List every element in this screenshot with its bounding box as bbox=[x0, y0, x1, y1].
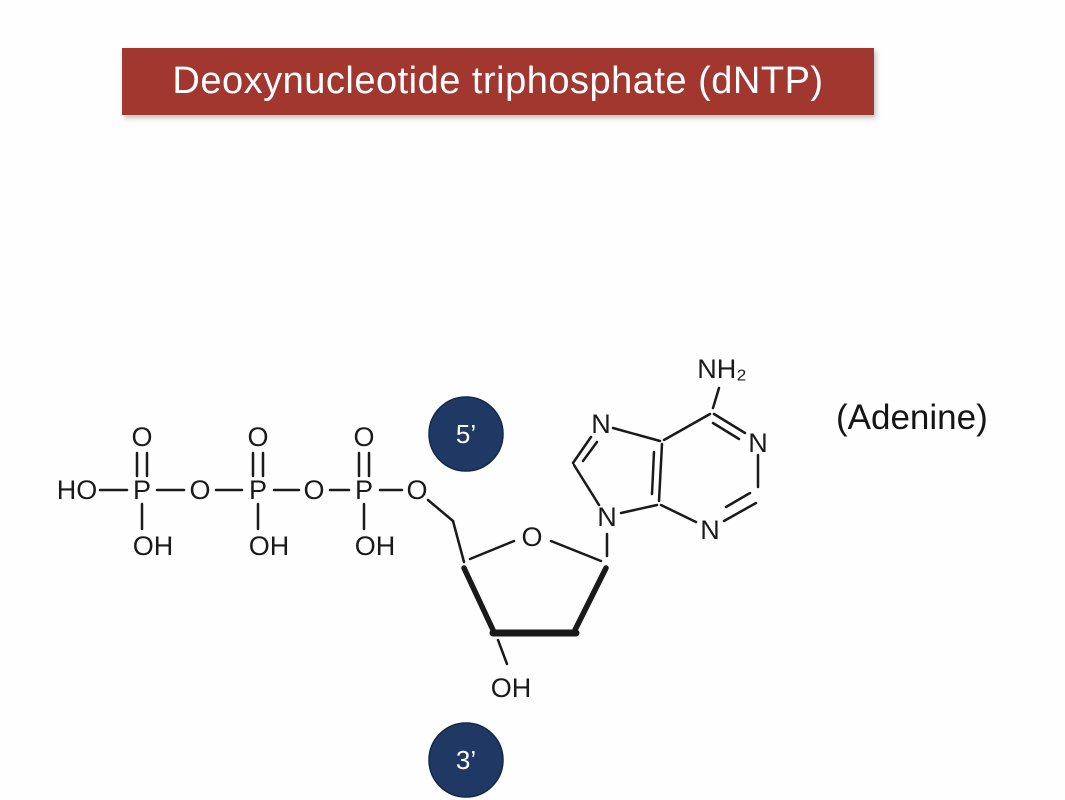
adenine-base: N N N N NH₂ bbox=[571, 354, 768, 558]
bond-c6-nh2 bbox=[711, 386, 721, 410]
bond-c4-ringO bbox=[468, 539, 516, 561]
bond-c6-n1 bbox=[712, 412, 747, 435]
atom-n3: N bbox=[700, 515, 720, 545]
double-bond-c6-n1 bbox=[711, 421, 741, 441]
bond-c2-n3 bbox=[722, 501, 758, 523]
bond-c4-n9 bbox=[619, 503, 659, 515]
atom-o-bridge2: O bbox=[303, 475, 324, 505]
five-prime-label: 5’ bbox=[456, 419, 476, 449]
wedge-bond-c3-c4 bbox=[461, 565, 496, 633]
atom-o-double-p1: O bbox=[131, 422, 152, 452]
five-prime-marker: 5’ bbox=[428, 396, 504, 472]
double-bond-c4-c5 bbox=[650, 450, 656, 496]
deoxyribose-ring: O OH bbox=[426, 498, 609, 703]
bond-c5-c6 bbox=[662, 412, 712, 442]
atom-oh-p2: OH bbox=[249, 531, 290, 561]
three-prime-label: 3’ bbox=[456, 745, 476, 775]
atom-oh-3prime: OH bbox=[491, 673, 532, 703]
atom-o-double-p2: O bbox=[247, 422, 268, 452]
atom-p2: P bbox=[249, 475, 267, 505]
three-prime-marker: 3’ bbox=[428, 722, 504, 798]
bond-ringO-c1 bbox=[549, 539, 603, 563]
atom-oh-p3: OH bbox=[355, 531, 396, 561]
bond-n9-c8 bbox=[572, 463, 601, 507]
bond-c3-oh bbox=[496, 638, 509, 666]
atom-ho-terminal: HO bbox=[57, 475, 98, 505]
bond-c5-c4 bbox=[657, 442, 664, 503]
five-prime-circle bbox=[428, 396, 504, 472]
atom-o-ester: O bbox=[406, 475, 427, 505]
double-bond-c8-n7 bbox=[581, 440, 599, 463]
bond-o-c5 bbox=[426, 498, 455, 523]
three-prime-circle bbox=[428, 722, 504, 798]
atom-n7: N bbox=[591, 409, 611, 439]
atom-p3: P bbox=[355, 475, 373, 505]
atom-oh-p1: OH bbox=[133, 531, 174, 561]
double-bond-c2-n3 bbox=[724, 491, 752, 509]
atom-o-ring: O bbox=[521, 522, 542, 552]
atom-nh2: NH₂ bbox=[697, 354, 746, 384]
atom-p1: P bbox=[133, 475, 151, 505]
bond-c8-n7 bbox=[571, 435, 593, 465]
atom-n1: N bbox=[748, 428, 768, 458]
bond-n7-c5 bbox=[611, 426, 662, 443]
atom-n9: N bbox=[597, 502, 617, 532]
base-annotation: (Adenine) bbox=[836, 398, 988, 437]
atom-o-bridge1: O bbox=[189, 475, 210, 505]
atom-o-double-p3: O bbox=[353, 422, 374, 452]
triphosphate-group: HO P O P O P O O O O OH OH OH bbox=[57, 422, 428, 561]
wedge-bond-c1-c2 bbox=[572, 565, 609, 633]
title-banner: Deoxynucleotide triphosphate (dNTP) bbox=[122, 48, 874, 115]
bond-c5-c4 bbox=[451, 519, 466, 564]
slide-title: Deoxynucleotide triphosphate (dNTP) bbox=[172, 60, 824, 102]
bond-n3-c4 bbox=[659, 503, 698, 524]
